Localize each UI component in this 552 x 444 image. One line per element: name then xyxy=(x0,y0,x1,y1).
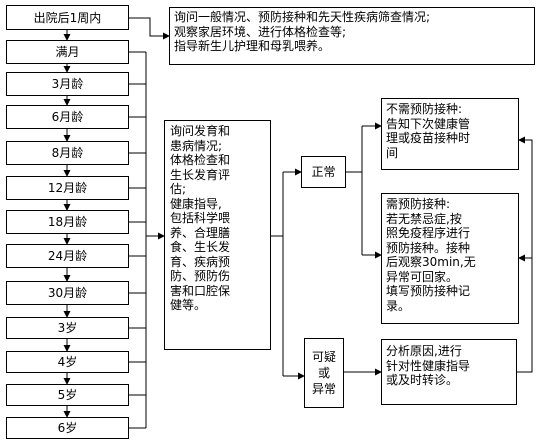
first-visit-arrow xyxy=(129,17,170,40)
normal-result-box: 正常 xyxy=(301,156,346,188)
stage-box: 12月龄 xyxy=(6,176,129,200)
stage-box: 30月龄 xyxy=(6,281,129,305)
stage-box: 5岁 xyxy=(6,384,129,406)
analysis-box: 分析原因,进行 针对性健康指导 或及时转诊。 xyxy=(381,339,517,405)
vaccine-box: 需预防接种: 若无禁忌症,按 照免疫程序进行 预防接种。接种 后观察30min,… xyxy=(381,193,519,324)
abnormal-result-box: 可疑 或 异常 xyxy=(304,338,344,408)
stage-box: 满月 xyxy=(6,40,129,64)
no-vaccine-box: 不需预防接种: 告知下次健康管 理或疫苗接种时 间 xyxy=(381,98,519,170)
first-visit-content-box: 询问一般情况、预防接种和先天性疾病筛查情况; 观察家居环境、进行体格检查等; 指… xyxy=(169,7,535,65)
feedback-upper-arrow xyxy=(517,136,533,373)
stage-box: 8月龄 xyxy=(6,141,129,165)
stage-box: 出院后1周内 xyxy=(6,5,129,30)
stage-box: 6岁 xyxy=(6,417,129,439)
stage-box: 3岁 xyxy=(6,317,129,339)
stage-box: 6月龄 xyxy=(6,105,129,129)
stage-box: 3月龄 xyxy=(6,72,129,96)
stage-box: 4岁 xyxy=(6,351,129,373)
routine-content-box: 询问发育和 患病情况; 体格检查和 生长发育评 估; 健康指导, 包括科学喂 养… xyxy=(164,120,271,350)
stage-box: 18月龄 xyxy=(6,210,129,234)
stage-box: 24月龄 xyxy=(6,244,129,268)
